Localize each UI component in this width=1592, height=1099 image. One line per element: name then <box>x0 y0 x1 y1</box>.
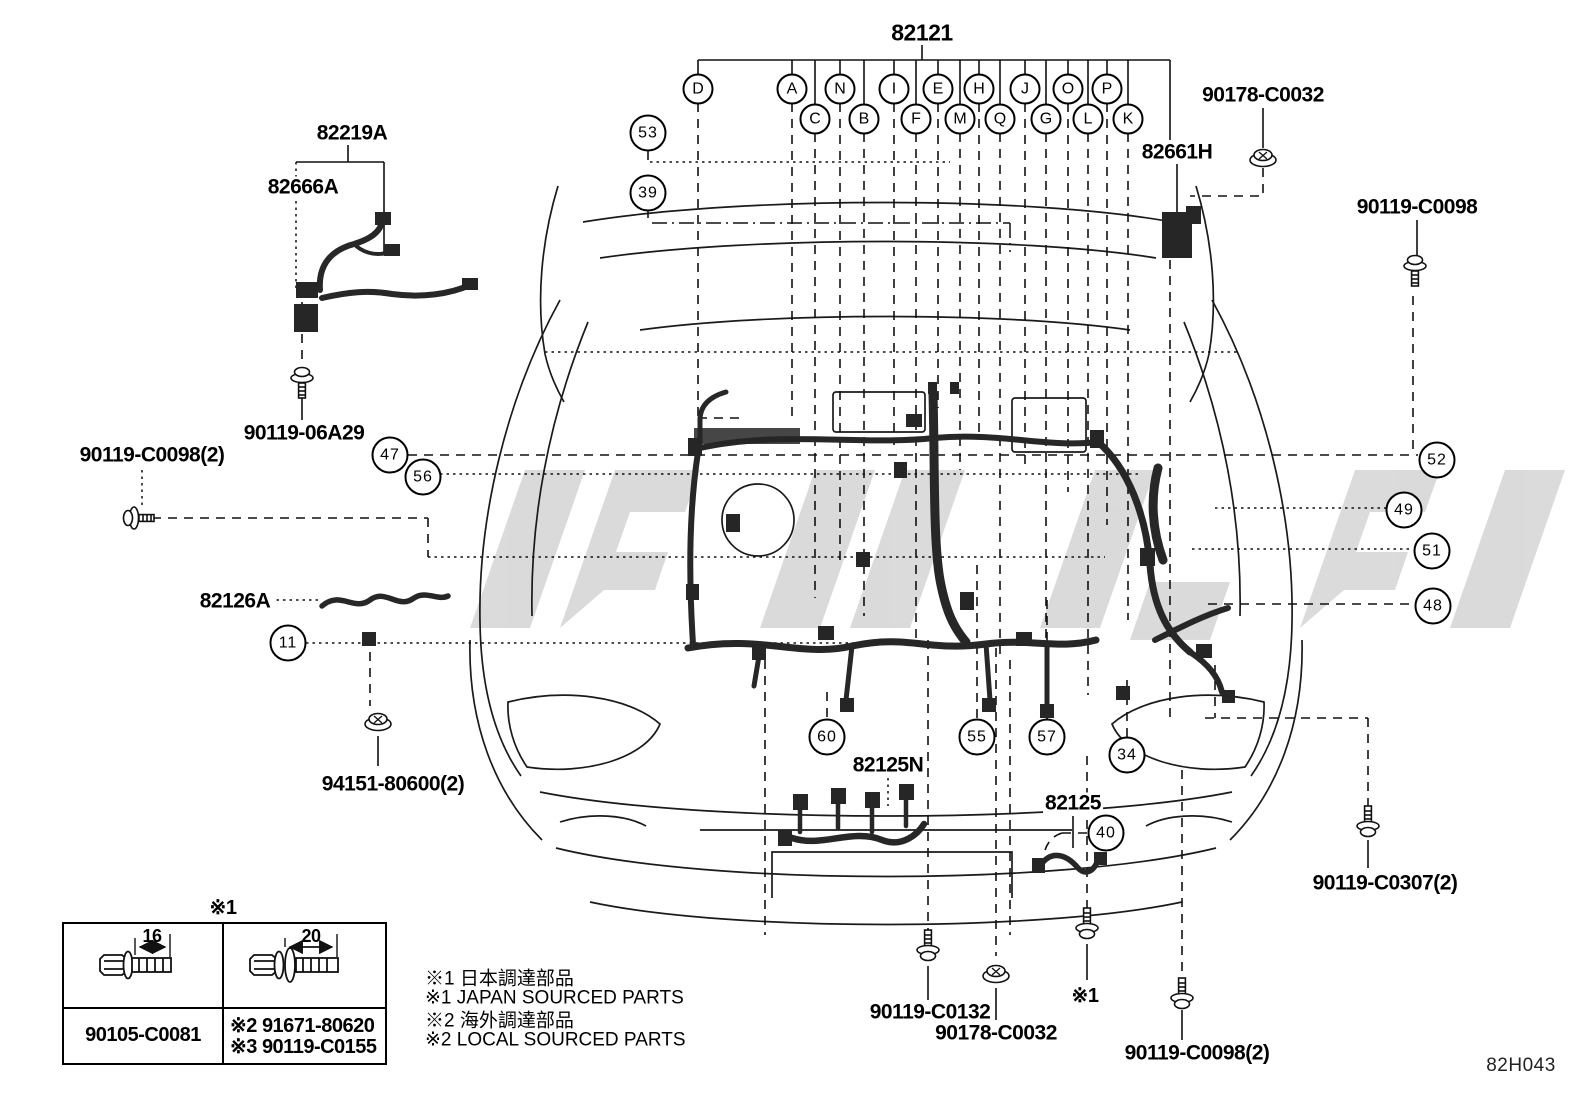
part-label-82125[interactable]: 82125 <box>1043 791 1103 815</box>
part-label-90119-C0307-2[interactable]: 90119-C0307(2) <box>1310 871 1460 895</box>
callout-letter-A[interactable]: A <box>776 73 808 105</box>
callout-number-51[interactable]: 51 <box>1413 532 1451 570</box>
part-label-82661H[interactable]: 82661H <box>1139 140 1215 164</box>
part-label-82121[interactable]: 82121 <box>889 19 955 46</box>
callout-letter-Q[interactable]: Q <box>984 103 1016 135</box>
screw-icon <box>1356 805 1380 838</box>
callout-letter-D[interactable]: D <box>682 73 714 105</box>
part-label-82666A[interactable]: 82666A <box>265 175 341 199</box>
screw-icon <box>1170 977 1194 1010</box>
ref-mark-1: ※1 <box>1069 985 1101 1007</box>
callout-letter-L[interactable]: L <box>1072 103 1104 135</box>
callout-letter-J[interactable]: J <box>1009 73 1041 105</box>
screw-icon <box>916 929 940 962</box>
callout-number-52[interactable]: 52 <box>1418 441 1456 479</box>
part-label-94151-80600-2[interactable]: 94151-80600(2) <box>319 772 467 796</box>
part-label-82219A[interactable]: 82219A <box>314 121 390 145</box>
callout-number-11[interactable]: 11 <box>269 624 307 662</box>
part-label-82125N[interactable]: 82125N <box>850 753 926 777</box>
grommet-nut-icon <box>982 964 1010 984</box>
callout-number-53[interactable]: 53 <box>629 114 667 152</box>
legend-line-local-jp: ※2 海外調達部品 <box>425 1010 574 1032</box>
fastener-table-horizontal-divider <box>64 1007 385 1009</box>
drawing-code: 82H043 <box>1486 1055 1556 1076</box>
fastener-table-header-mark: ※1 <box>209 897 237 919</box>
callout-letter-M[interactable]: M <box>944 103 976 135</box>
callout-letter-I[interactable]: I <box>878 73 910 105</box>
callout-number-56[interactable]: 56 <box>404 458 442 496</box>
part-label-90119-C0098-2-bottom[interactable]: 90119-C0098(2) <box>1122 1041 1272 1065</box>
part-label-90119-C0098-right[interactable]: 90119-C0098 <box>1354 195 1480 219</box>
part-label-90119-C0098-2-left[interactable]: 90119-C0098(2) <box>77 443 227 467</box>
callout-number-40[interactable]: 40 <box>1087 814 1125 852</box>
leader-lines-dashdot <box>652 222 1011 252</box>
grommet-nut-icon <box>1249 148 1277 168</box>
bolt-dim-20: 20 <box>301 926 321 946</box>
screw-icon <box>1403 254 1427 287</box>
callout-number-39[interactable]: 39 <box>629 174 667 212</box>
part-label-90178-C0032-top[interactable]: 90178-C0032 <box>1200 83 1326 107</box>
leader-lines-dashed <box>152 103 1418 978</box>
grommet-nut-icon <box>364 712 392 732</box>
legend-line-japan-jp: ※1 日本調達部品 <box>425 968 574 990</box>
legend-line-local-en: ※2 LOCAL SOURCED PARTS <box>425 1029 686 1051</box>
callout-letter-K[interactable]: K <box>1112 103 1144 135</box>
screw-icon <box>290 366 314 399</box>
callout-number-57[interactable]: 57 <box>1028 718 1066 756</box>
callout-number-55[interactable]: 55 <box>958 718 996 756</box>
callout-bracket <box>296 45 1418 1040</box>
callout-number-49[interactable]: 49 <box>1385 491 1423 529</box>
part-label-82126A[interactable]: 82126A <box>197 589 273 613</box>
screw-icon <box>1075 907 1099 940</box>
fastener-part-90119-C0155[interactable]: ※3 90119-C0155 <box>230 1036 377 1058</box>
callout-letter-O[interactable]: O <box>1052 73 1084 105</box>
fastener-table <box>62 922 387 1065</box>
callout-letter-H[interactable]: H <box>963 73 995 105</box>
callout-number-34[interactable]: 34 <box>1108 736 1146 774</box>
harness-connectors <box>294 206 1235 873</box>
fastener-part-90105-C0081[interactable]: 90105-C0081 <box>85 1024 201 1046</box>
car-body-outline <box>469 185 1303 926</box>
fastener-table-vertical-divider <box>222 924 224 1063</box>
callout-letter-G[interactable]: G <box>1030 103 1062 135</box>
callout-letter-C[interactable]: C <box>799 103 831 135</box>
screw-icon <box>122 506 155 530</box>
callout-number-60[interactable]: 60 <box>808 718 846 756</box>
callout-number-48[interactable]: 48 <box>1414 587 1452 625</box>
leader-lines-dotted <box>141 161 1413 806</box>
hex-flange-bolt-icon <box>99 934 172 980</box>
fastener-part-91671-80620[interactable]: ※2 91671-80620 <box>230 1015 375 1037</box>
legend-line-japan-en: ※1 JAPAN SOURCED PARTS <box>425 987 684 1009</box>
wiring-harness <box>316 218 1231 875</box>
callout-letter-N[interactable]: N <box>824 73 856 105</box>
hex-flange-bolt-washer-icon <box>249 934 339 983</box>
bolt-dim-16: 16 <box>142 926 162 946</box>
part-label-90119-C0132[interactable]: 90119-C0132 <box>867 1000 993 1024</box>
callout-number-47[interactable]: 47 <box>371 436 409 474</box>
callout-letter-E[interactable]: E <box>922 73 954 105</box>
part-label-90119-06A29[interactable]: 90119-06A29 <box>241 421 367 445</box>
callout-letter-F[interactable]: F <box>900 103 932 135</box>
part-label-90178-C0032-bottom[interactable]: 90178-C0032 <box>933 1021 1059 1045</box>
callout-letter-B[interactable]: B <box>848 103 880 135</box>
callout-letter-P[interactable]: P <box>1091 73 1123 105</box>
